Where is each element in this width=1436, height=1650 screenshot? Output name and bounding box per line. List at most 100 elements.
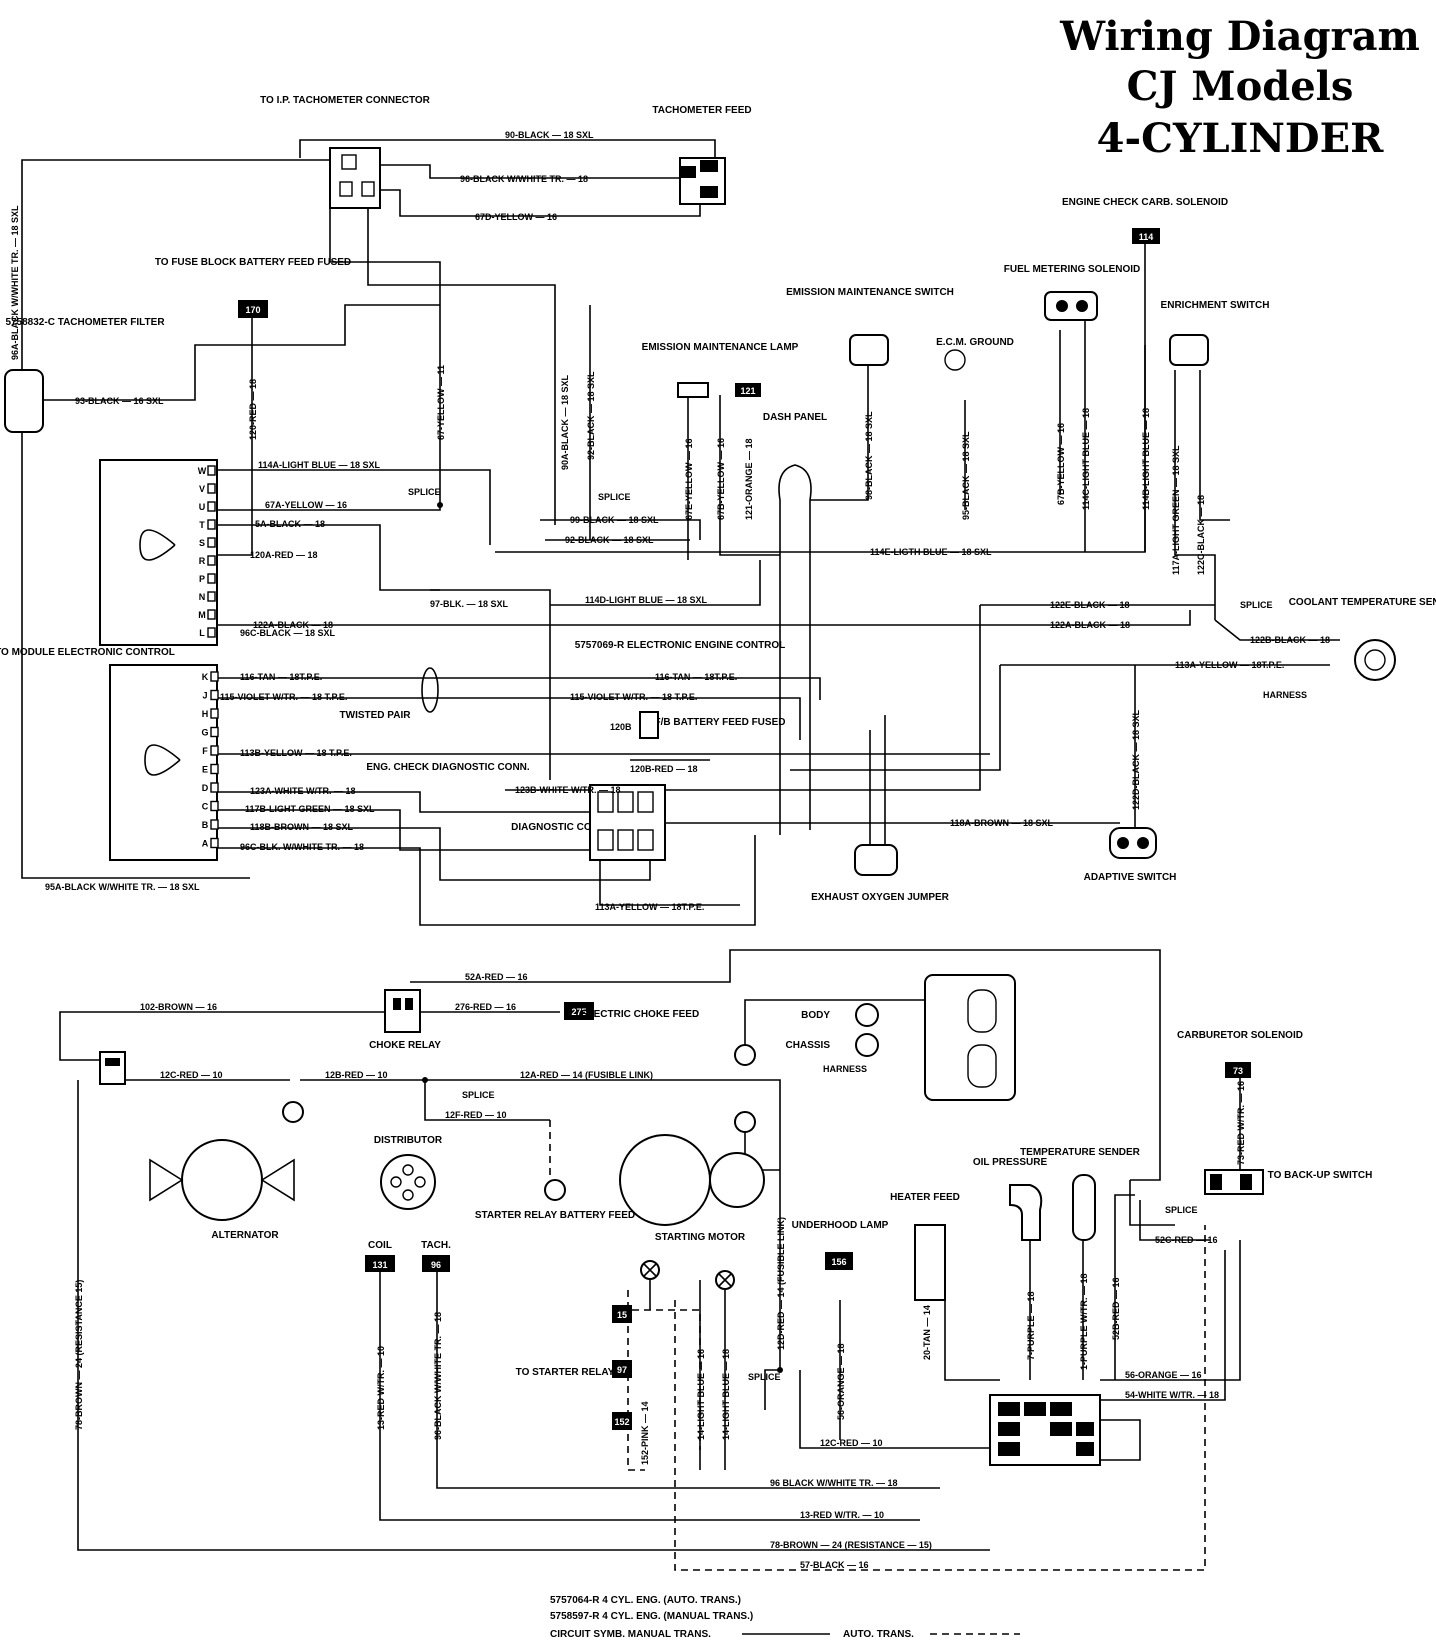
tach-connector-pin-c <box>361 181 375 197</box>
wire-label-52a: 52A-RED — 16 <box>465 972 528 982</box>
wire-label-92: 92-BLACK — 18 SXL <box>586 371 596 460</box>
wire-label-12d: 12D-RED — 14 (FUSIBLE LINK) <box>776 1217 786 1350</box>
tach-feed-pin-c <box>700 186 718 198</box>
oil-pressure-body <box>1009 1184 1043 1241</box>
wire-splice-12d <box>764 1369 780 1410</box>
indicator-lamps <box>640 1260 735 1290</box>
ecm-pin-label: N <box>199 592 206 602</box>
fuse-block-feed: 170 TO FUSE BLOCK BATTERY FEED FUSED <box>155 257 351 318</box>
wire-label-95: 95-BLACK — 18 SXL <box>961 431 971 520</box>
resistor-pin <box>105 1058 120 1066</box>
wire-label-13v: 13-RED W/TR. — 10 <box>376 1346 386 1430</box>
resistor-connector-body <box>99 1051 126 1085</box>
wire-label-116: 116-TAN — 18T.P.E. <box>240 672 322 682</box>
wire-label-92e: 92-BLACK — 18 SXL <box>565 535 654 545</box>
diag-pin-3 <box>637 791 654 813</box>
alternator: ALTERNATOR <box>149 1139 295 1241</box>
wire-ground-harness <box>744 999 930 1050</box>
ecm-top-body <box>99 459 218 646</box>
wire-label-5a: 5A-BLACK — 18 <box>255 519 325 529</box>
wire-label-113a-s: 113A-YELLOW — 18T.P.E. <box>1175 660 1284 670</box>
ecm-pin-terminal <box>207 501 216 512</box>
fb-battery-fuse-body <box>639 711 659 739</box>
connector-121 <box>735 383 761 397</box>
wire-label-57: 57-BLACK — 16 <box>800 1560 869 1570</box>
wire-label-118b: 118B-BROWN — 18 SXL <box>250 822 354 832</box>
label-exhaust-jumper: EXHAUST OXYGEN JUMPER <box>811 892 950 903</box>
adaptive-switch-body <box>1109 827 1157 859</box>
fuel-metering-solenoid: FUEL METERING SOLENOID <box>1004 264 1140 321</box>
wire-90a-black <box>367 200 556 525</box>
wire-label-12c2: 12C-RED — 10 <box>820 1438 883 1448</box>
fuel-metering-pin-a <box>1056 300 1068 312</box>
wire-label-120b-red: 120B-RED — 18 <box>630 764 698 774</box>
wire-120-red <box>217 318 253 556</box>
dash-panel-loop <box>778 464 812 501</box>
wire-label-67e: 67E-YELLOW — 16 <box>684 438 694 520</box>
lamp-x-a <box>643 1263 657 1277</box>
label-chassis: CHASSIS <box>786 1040 831 1051</box>
bulkhead-pin-4 <box>998 1422 1020 1436</box>
label-diagnostic-conn: DIAGNOSTIC CONN. <box>511 822 609 833</box>
backup-switch-pin-b <box>1240 1174 1252 1190</box>
alternator-body <box>181 1139 263 1221</box>
wire-label-114a: 114A-LIGHT BLUE — 18 SXL <box>258 460 381 470</box>
wire-114d-light-blue <box>550 560 761 606</box>
wire-98-black <box>810 365 869 501</box>
connector-114-label: 114 <box>1139 232 1154 242</box>
wire-52c-red <box>1139 1200 1210 1241</box>
starting-motor: STARTING MOTOR <box>619 1134 765 1243</box>
tach-connector: TO I.P. TACHOMETER CONNECTOR <box>260 95 431 209</box>
label-choke-relay: CHOKE RELAY <box>369 1040 441 1051</box>
body-ground-icon <box>855 1003 879 1027</box>
wire-52a-red <box>410 949 1161 1181</box>
wire-label-113b: 113B-YELLOW — 18 T.P.E. <box>240 748 352 758</box>
label-body: BODY <box>801 1010 830 1021</box>
diag-pin-4 <box>597 829 614 851</box>
wire-label-95a: 95A-BLACK W/WHITE TR. — 18 SXL <box>45 882 200 892</box>
wire-114a-light-blue <box>217 469 491 545</box>
ecm-pin-terminal <box>210 745 219 756</box>
bulkhead-pin-3 <box>1050 1402 1072 1416</box>
wire-label-114b: 114B-LIGHT BLUE — 18 <box>1141 408 1151 510</box>
connector-152-label: 152 <box>614 1417 629 1427</box>
wire-90-black <box>299 139 716 160</box>
label-engine-check: ENGINE CHECK CARB. SOLENOID <box>1062 197 1228 208</box>
resistor-connector <box>99 1051 126 1085</box>
wire-label-113a-b: 113A-YELLOW — 18T.P.E. <box>595 902 704 912</box>
adaptive-pin-b <box>1137 837 1149 849</box>
label-ecm-ground: E.C.M. GROUND <box>936 337 1014 348</box>
wire-102-brown <box>59 1011 385 1061</box>
wire-122c-black <box>1199 370 1230 521</box>
alternator-mount-right <box>260 1158 295 1202</box>
label-enrichment-switch: ENRICHMENT SWITCH <box>1161 300 1270 311</box>
wire-96c-black-white <box>217 835 756 926</box>
ecm-pin-label: U <box>199 502 206 512</box>
label-starter-relay-feed: STARTER RELAY BATTERY FEED <box>475 1210 635 1221</box>
label-underhood-lamp: UNDERHOOD LAMP <box>792 1220 889 1231</box>
ecm-pin-label: L <box>199 628 205 638</box>
label-to-starter-relay: TO STARTER RELAY <box>516 1367 615 1378</box>
ecm-pin-label: V <box>199 484 205 494</box>
wire-label-78b: 78-BROWN — 24 (RESISTANCE — 15) <box>770 1540 932 1550</box>
wire-label-99: 99-BLACK — 18 SXL <box>570 515 659 525</box>
connector-15 <box>612 1305 632 1323</box>
fuel-metering-pin-b <box>1076 300 1088 312</box>
wire-label-67: 67-YELLOW — 11 <box>436 365 446 440</box>
label-ecu: 5757069-R ELECTRONIC ENGINE CONTROL <box>575 640 786 651</box>
tach-filter: 5758832-C TACHOMETER FILTER <box>4 317 165 433</box>
underhood-lamp: 156 UNDERHOOD LAMP <box>792 1220 889 1270</box>
wire-122a-black <box>217 610 1191 626</box>
distributor-body <box>380 1154 436 1210</box>
ecm-pin-terminal <box>210 726 219 738</box>
wire-label-122a: 122A-BLACK — 18 <box>253 620 333 630</box>
connector-73 <box>1225 1062 1251 1078</box>
ecm-pin-label: T <box>199 520 205 530</box>
choke-relay-body <box>384 989 421 1033</box>
wire-label-115: 115-VIOLET W/TR. — 18 T.P.E. <box>220 692 347 702</box>
footer-line-2: 5758597-R 4 CYL. ENG. (MANUAL TRANS.) <box>550 1611 753 1622</box>
label-fb-battery: F/B BATTERY FEED FUSED <box>655 717 786 728</box>
wire-113a-bottom <box>599 860 740 906</box>
ecm-pin-label: A <box>202 839 209 849</box>
tach-connector-pin-b <box>339 181 353 197</box>
